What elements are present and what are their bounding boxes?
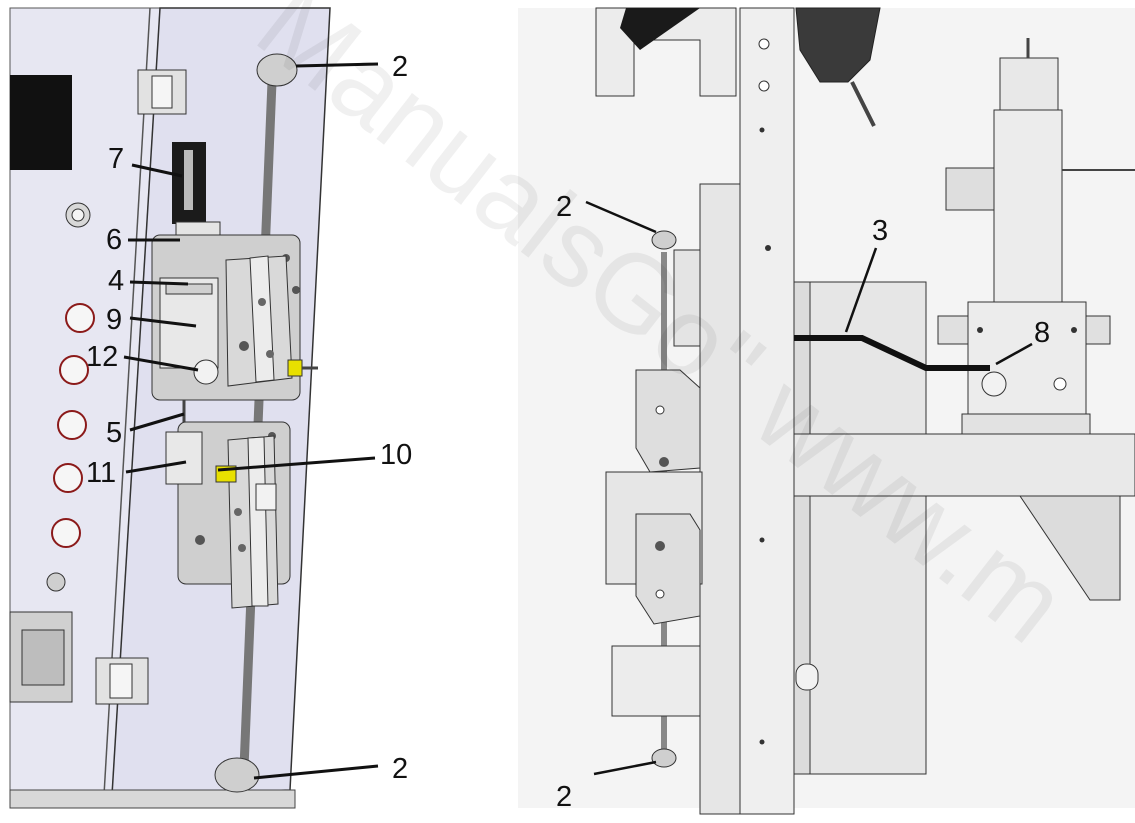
- motor-body: [795, 7, 881, 83]
- rod-ball-top: [256, 53, 298, 87]
- rear-box-side: [793, 281, 811, 775]
- upper-latch-arm: [249, 255, 275, 383]
- upper-hinge-plate: [151, 75, 173, 109]
- latch-pin: [258, 298, 266, 306]
- latch-pin: [266, 350, 274, 358]
- port-circle: [59, 355, 89, 385]
- switch-11: [165, 431, 203, 485]
- roller-12: [193, 359, 219, 385]
- motor-shaft: [850, 81, 876, 127]
- right-leaders: [585, 200, 1033, 776]
- left-leaders: [123, 62, 379, 780]
- column-arm: [945, 167, 995, 211]
- rear-box: [809, 281, 927, 775]
- yellow-fitting-upper: [287, 359, 303, 377]
- right-latch-lower: [635, 513, 701, 625]
- port-circle: [53, 463, 83, 493]
- lock-hole: [1053, 377, 1067, 391]
- leader-2-top: [295, 62, 379, 68]
- callout-label: 9: [106, 304, 122, 336]
- base-frame: [9, 789, 296, 809]
- callout-label: 2: [392, 753, 408, 785]
- callout-label: 2: [556, 781, 572, 813]
- callout-label: 12: [86, 341, 118, 373]
- lock-cylinder: [981, 371, 1007, 397]
- latch-pin: [238, 544, 246, 552]
- lower-latch-arm: [247, 436, 269, 607]
- callout-label: 6: [106, 224, 122, 256]
- switch-top: [165, 283, 213, 295]
- latch-hole: [659, 457, 669, 467]
- latch-hole: [655, 405, 665, 415]
- leader-11: [125, 460, 187, 474]
- callout-label: 2: [556, 191, 572, 223]
- transformer-core: [21, 629, 65, 686]
- leader-4: [129, 280, 189, 286]
- lock-screw: [977, 327, 983, 333]
- upright-dot: [765, 245, 771, 251]
- solenoid-shaft: [184, 150, 193, 210]
- column-body: [993, 109, 1063, 303]
- right-rod-ball-top: [651, 230, 677, 250]
- right-latch-upper: [635, 369, 701, 473]
- right-rod-ball-bottom: [651, 748, 677, 768]
- leader-r2-bottom: [593, 760, 657, 776]
- lock-block-left: [937, 315, 969, 345]
- beam-gusset: [1019, 495, 1121, 601]
- upright-dot: [759, 537, 765, 543]
- plate-hole: [195, 535, 205, 545]
- lock-screw: [1071, 327, 1077, 333]
- leader-10: [217, 456, 376, 472]
- callout-label: 11: [86, 457, 116, 489]
- knob-center: [71, 208, 85, 222]
- upright-hole: [758, 38, 770, 50]
- latch-hole: [655, 541, 665, 551]
- port-circle: [57, 410, 87, 440]
- upright-hole: [758, 80, 770, 92]
- lock-block: [967, 301, 1087, 415]
- leader-5: [129, 412, 185, 432]
- display-screen: [10, 75, 72, 170]
- callout-label: 4: [108, 265, 124, 297]
- leader-r8: [995, 342, 1033, 366]
- upright-dot: [759, 127, 765, 133]
- leader-r3: [844, 247, 878, 333]
- ports: [51, 303, 95, 548]
- latch-pin: [234, 508, 242, 516]
- leader-7: [131, 163, 183, 178]
- column-cap: [999, 57, 1059, 111]
- port-circle: [65, 303, 95, 333]
- callout-label: 8: [1034, 317, 1050, 349]
- right-bracket-upper: [673, 249, 701, 347]
- small-screw: [46, 572, 66, 592]
- latch-pin: [239, 341, 249, 351]
- upright-dot: [759, 739, 765, 745]
- latch-hole: [655, 589, 665, 599]
- latch-clip: [255, 483, 277, 511]
- callout-label: 10: [380, 439, 412, 471]
- port-circle: [51, 518, 81, 548]
- leader-r2-top: [585, 200, 657, 234]
- rod-ball-bottom: [214, 757, 260, 793]
- left-view: 2 7 6 4 9 12 5 11 10 2: [9, 7, 510, 809]
- cable-3: [794, 335, 990, 371]
- callout-label: 7: [108, 143, 124, 175]
- callout-label: 5: [106, 417, 122, 449]
- plate-hole: [292, 286, 300, 294]
- slot: [795, 663, 819, 691]
- right-view: 2 3 8 2: [518, 7, 1135, 815]
- lock-base: [961, 413, 1091, 435]
- callout-label: 2: [392, 51, 408, 83]
- leader-9: [129, 316, 197, 328]
- leader-2-bottom: [253, 764, 379, 780]
- lock-block-right: [1085, 315, 1111, 345]
- horizontal-beam: [793, 433, 1135, 497]
- lower-hinge-plate: [109, 663, 133, 699]
- right-lower-box: [611, 645, 701, 717]
- top-dark-bar: [620, 8, 700, 50]
- callout-label: 3: [872, 215, 888, 247]
- leader-12: [123, 355, 199, 372]
